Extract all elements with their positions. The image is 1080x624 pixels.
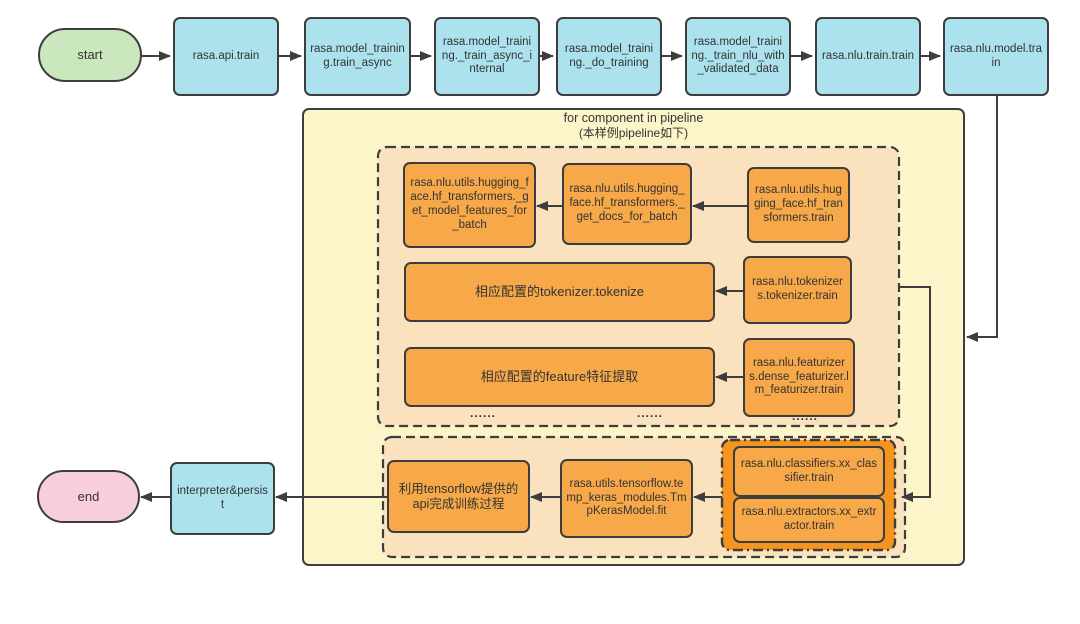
arrow-model-train-to-loop	[966, 96, 998, 342]
start-node: start	[38, 28, 142, 82]
node-train-nlu-with-validated-data: rasa.model_training._train_nlu_with_vali…	[685, 17, 791, 96]
node-interpreter-persist: interpreter&persist	[170, 462, 275, 535]
node-featurize: 相应配置的feature特征提取	[404, 347, 715, 407]
ellipsis-left: ......	[469, 406, 496, 420]
node-extractor-train: rasa.nlu.extractors.xx_extractor.train	[733, 497, 885, 543]
node-hf-transformers-train: rasa.nlu.utils.hugging_face.hf_transform…	[747, 167, 850, 243]
node-tmp-keras-fit: rasa.utils.tensorflow.temp_keras_modules…	[560, 459, 693, 538]
node-featurizer-train: rasa.nlu.featurizers.dense_featurizer.lm…	[743, 338, 855, 417]
node-tokenize: 相应配置的tokenizer.tokenize	[404, 262, 715, 322]
loop-container-title: for component in pipeline (本样例pipeline如下…	[302, 111, 965, 140]
ellipsis-right: ......	[791, 409, 818, 423]
node-hf-get-model-features: rasa.nlu.utils.hugging_face.hf_transform…	[403, 162, 536, 248]
loop-title-line2: (本样例pipeline如下)	[578, 126, 689, 140]
node-do-training: rasa.model_training._do_training	[556, 17, 662, 96]
node-classifier-train: rasa.nlu.classifiers.xx_classifier.train	[733, 446, 885, 497]
ellipsis-center: ......	[636, 406, 663, 420]
node-nlu-train-train: rasa.nlu.train.train	[815, 17, 921, 96]
node-tensorflow-api: 利用tensorflow提供的api完成训练过程	[387, 460, 530, 533]
node-train-async: rasa.model_training.train_async	[304, 17, 411, 96]
node-hf-get-docs-for-batch: rasa.nlu.utils.hugging_face.hf_transform…	[562, 163, 692, 245]
node-tokenizer-train: rasa.nlu.tokenizers.tokenizer.train	[743, 256, 852, 324]
node-train-async-internal: rasa.model_training._train_async_interna…	[434, 17, 540, 96]
node-rasa-api-train: rasa.api.train	[173, 17, 279, 96]
loop-title-line1: for component in pipeline	[563, 111, 704, 125]
end-node: end	[37, 470, 140, 523]
node-nlu-model-train: rasa.nlu.model.train	[943, 17, 1049, 96]
arrow-stage1-to-stage2	[899, 286, 931, 502]
